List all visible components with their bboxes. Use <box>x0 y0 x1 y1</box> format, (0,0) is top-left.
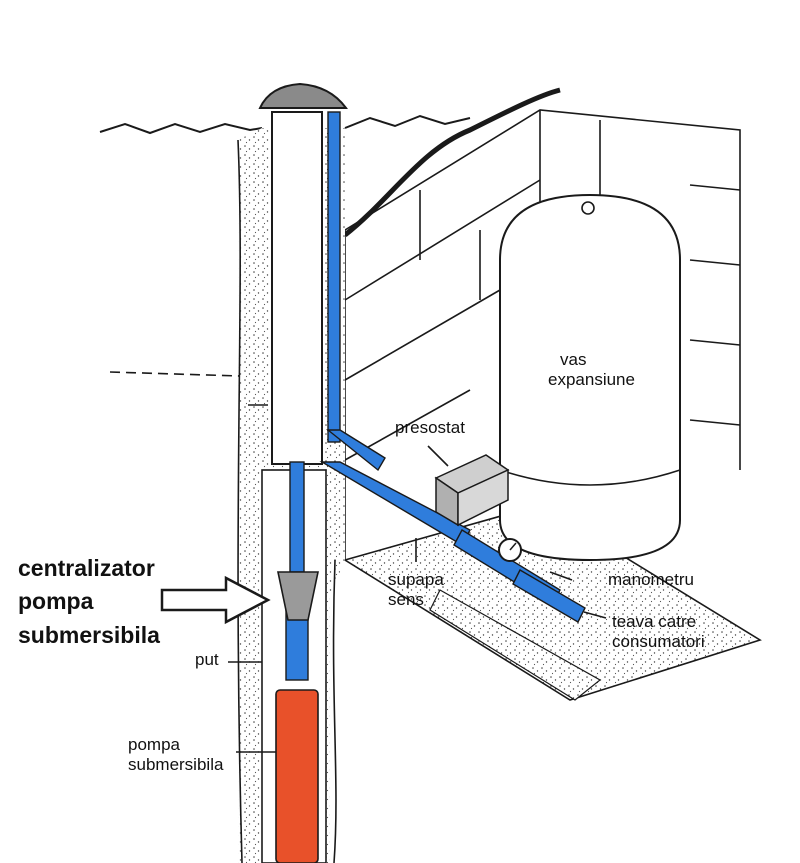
label-check-valve: supapa sens <box>388 570 444 609</box>
ground-line-right <box>344 114 471 129</box>
label-expansion-tank-line1: vas <box>560 350 587 369</box>
label-pressure-switch: presostat <box>395 418 465 437</box>
label-expansion-tank-line2: expansiune <box>548 369 635 389</box>
leader-arrows <box>109 371 607 753</box>
centralizer-arrow-icon <box>160 575 271 625</box>
label-expansion-tank: vas expansiune <box>548 350 635 389</box>
label-check-valve-line2: sens <box>388 589 424 609</box>
outlet-pipe <box>512 569 586 623</box>
label-consumer-pipe: teava catre consumatori <box>612 612 705 651</box>
borehole-right-edge <box>332 559 337 863</box>
label-pressure-gauge: manometru <box>608 570 694 589</box>
submersible-pump <box>275 689 319 863</box>
expansion-tank <box>499 193 681 562</box>
label-centralizer-line2: pompa <box>18 588 94 615</box>
tank-valve-icon <box>581 201 595 215</box>
label-consumer-pipe-line2: consumatori <box>612 631 705 651</box>
label-submersible-pump-line1: pompa <box>128 735 180 754</box>
pressure-switch <box>434 454 510 527</box>
label-centralizer-line1: centralizator <box>18 555 155 581</box>
label-check-valve-line1: supapa <box>388 570 444 589</box>
label-submersible-pump-line2: submersibila <box>128 754 224 774</box>
centralizer <box>277 571 319 621</box>
house-wall <box>344 109 741 560</box>
well-cap <box>258 82 348 109</box>
label-well: put <box>195 650 219 669</box>
floor-edge <box>429 589 602 701</box>
pressure-gauge-icon <box>498 538 522 562</box>
label-consumer-pipe-line1: teava catre <box>612 612 697 631</box>
label-submersible-pump: pompa submersibila <box>128 735 223 774</box>
label-centralizer-line3: submersibila <box>18 621 160 648</box>
wall-cable <box>343 87 561 237</box>
well-casing <box>271 111 323 465</box>
ground-line <box>99 122 263 135</box>
borehole-left-edge <box>237 139 243 863</box>
label-centralizer: centralizator pompa submersibila <box>18 552 160 652</box>
